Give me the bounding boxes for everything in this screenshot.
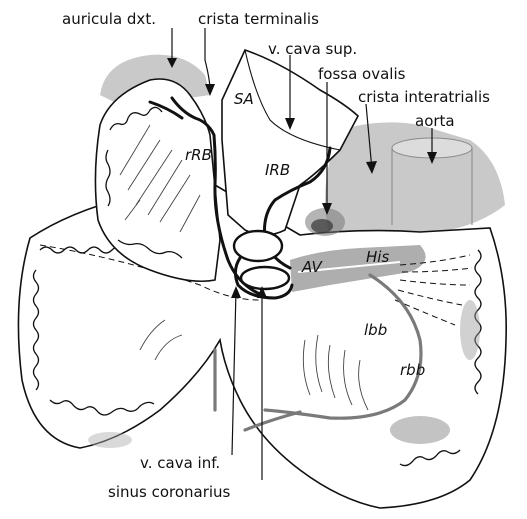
label-auricula-dxt: auricula dxt.: [62, 10, 156, 28]
label-fossa-ovalis: fossa ovalis: [318, 65, 406, 83]
label-v-cava-sup: v. cava sup.: [268, 40, 357, 58]
abbr-rbb: rbb: [400, 361, 425, 379]
abbr-his: His: [366, 248, 389, 266]
label-sinus-coronarius: sinus coronarius: [108, 483, 231, 501]
label-aorta: aorta: [415, 112, 455, 130]
label-crista-interatrialis: crista interatrialis: [358, 88, 490, 106]
label-v-cava-inf: v. cava inf.: [140, 454, 220, 472]
fossa-ovalis-shading: [305, 208, 345, 236]
abbr-sa: SA: [234, 90, 254, 108]
label-crista-terminalis: crista terminalis: [198, 10, 319, 28]
abbr-irb: IRB: [265, 161, 290, 179]
abbr-av: AV: [301, 258, 324, 276]
abbr-lbb: lbb: [364, 321, 387, 339]
abbr-rrb: rRB: [185, 146, 212, 164]
